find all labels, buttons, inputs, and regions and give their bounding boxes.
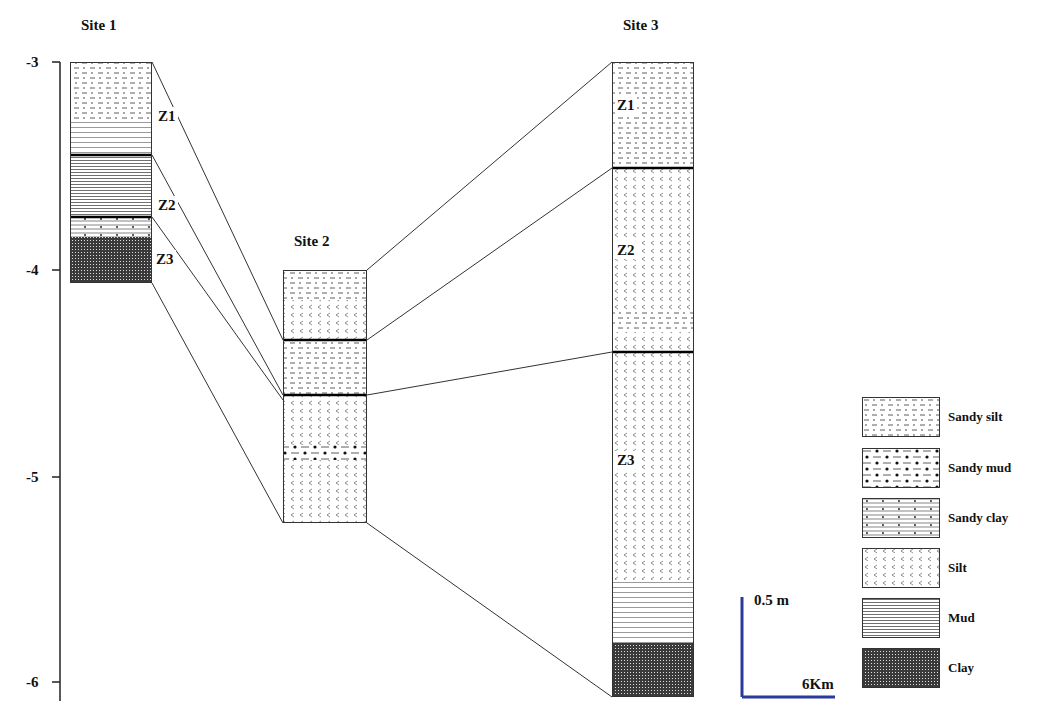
site3-layers [612,62,694,697]
legend-swatch [862,548,940,588]
correlation-line [152,62,283,340]
site1-layers [70,62,152,283]
scale-bar [742,597,835,697]
correlation-line [367,352,612,395]
legend-text: Sandy clay [948,510,1008,526]
zone-label: Z1 [615,96,637,114]
depth-axis [52,62,60,701]
legend-text: Silt [948,560,967,576]
depth-tick-label: -3 [24,53,41,71]
column-heading: Site 2 [294,233,329,250]
depth-tick-label: -4 [24,261,41,279]
site-column: Site 1 [70,62,152,283]
correlation-line [367,523,612,697]
legend-swatch [862,648,940,688]
depth-tick-label: -6 [24,673,41,691]
site-column: Site 3 [612,62,694,697]
legend-swatch [862,397,940,437]
correlation-line [367,62,612,270]
scale-label: 0.5 m [752,591,791,609]
zone-label: Z1 [156,107,178,125]
correlation-line [152,155,283,395]
depth-tick-label: -5 [24,468,41,486]
legend-text: Sandy mud [948,460,1011,476]
correlation-line [152,283,283,523]
zone-label: Z2 [615,241,637,259]
legend-swatch [862,498,940,538]
correlation-line [367,168,612,340]
zone-label: Z3 [615,451,637,469]
site-column: Site 2 [283,270,367,523]
legend-text: Clay [948,660,974,676]
legend-text: Sandy silt [948,409,1003,425]
site2-layers [283,270,367,523]
zone-label: Z3 [154,250,176,268]
legend-swatch [862,448,940,488]
scale-label: 6Km [800,675,836,693]
column-heading: Site 1 [81,17,116,34]
legend-swatch [862,598,940,638]
correlation-line [152,217,283,400]
zone-label: Z2 [156,196,178,214]
column-heading: Site 3 [623,17,658,34]
legend-text: Mud [948,610,975,626]
